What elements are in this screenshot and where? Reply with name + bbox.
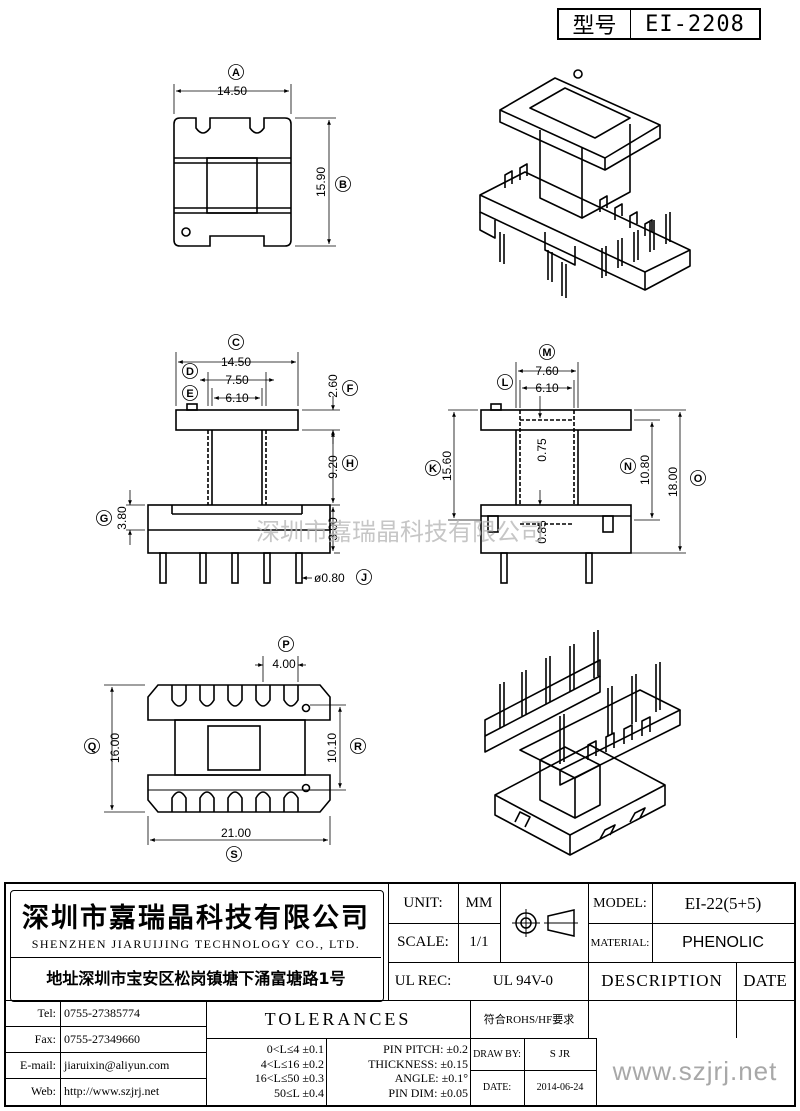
company-address: 地址深圳市宝安区松岗镇塘下涌富塘路1号 [46,969,346,988]
tolerance-pin-dim: PIN DIM: ±0.05 [388,1085,468,1100]
watermark: 深圳市嘉瑞晶科技有限公司 [256,518,544,546]
projection-symbol-icon [512,909,578,937]
dim-bottom-s: 21.00 [221,826,251,840]
dim-top-height: 15.90 [314,167,328,197]
dim-front-g: 3.80 [115,506,129,530]
dim-front-h: 9.20 [326,455,340,479]
company-name-cn: 深圳市嘉瑞晶科技有限公司 [22,902,370,934]
tolerances-label: TOLERANCES [264,1008,412,1029]
dim-label-k: K [429,463,437,475]
header-model-box: 型号 EI-2208 [557,8,761,40]
tolerance-length-list: 0<L≤4 ±0.1 4<L≤16 ±0.2 16<L≤50 ±0.3 50≤L… [208,1042,324,1100]
front-view [96,334,372,585]
email-value[interactable]: jiaruixin@aliyun.com [64,1057,170,1072]
rohs-note: 符合ROHS/HF要求 [483,1014,575,1026]
website-watermark: www.szjrj.net [612,1056,778,1086]
dim-front-d: 7.50 [225,373,249,387]
dim-bottom-p: 4.00 [272,657,296,671]
dim-label-m: M [542,347,551,359]
tolerance-thickness: THICKNESS: ±0.15 [368,1056,468,1071]
dim-label-d: D [186,366,194,378]
side-view [425,344,706,584]
dim-label-a: A [232,67,240,79]
scale-label: SCALE: [397,934,449,950]
email-label: E-mail: [20,1057,56,1072]
dim-label-j: J [361,572,367,584]
dim-label-q: Q [88,741,97,753]
isometric-view-top [479,69,691,298]
model-value: EI-22(5+5) [684,893,762,913]
dim-side-k: 15.60 [440,451,454,481]
dim-label-b: B [339,179,347,191]
dim-label-e: E [186,388,193,400]
tolerance-len-4: 50≤L ±0.4 [273,1085,324,1100]
dim-side-l: 6.10 [535,381,559,395]
dim-top-width: 14.50 [217,84,247,98]
web-value[interactable]: http://www.szjrj.net [64,1084,160,1098]
dim-front-f: 2.60 [326,374,340,398]
date-row-value: 2014-06-24 [536,1082,584,1093]
dim-label-l: L [502,377,509,389]
ulrec-value: UL 94V-0 [492,972,554,989]
tolerance-pin-pitch: PIN PITCH: ±0.2 [383,1042,468,1056]
fax-label: Fax: [34,1031,56,1046]
dim-label-h: H [346,458,354,470]
dim-label-n: N [624,461,632,473]
header-model-value: EI-2208 [645,11,745,37]
dim-front-e: 6.10 [225,391,249,405]
dim-front-j: ø0.80 [314,571,345,585]
dim-front-i: 3.00 [326,517,340,541]
tolerance-len-3: 16<L≤50 ±0.3 [254,1071,324,1085]
material-value: PHENOLIC [682,933,764,951]
dim-front-overall: 14.50 [221,355,251,369]
tolerance-len-1: 0<L≤4 ±0.1 [266,1042,324,1056]
dim-side-o: 18.00 [666,467,680,497]
drawing-sheet: A 14.50 B 15.90 [84,64,706,862]
dim-side-n: 10.80 [638,455,652,485]
date-row-label: DATE: [482,1082,512,1093]
drawby-value: S JR [549,1048,571,1060]
description-label: DESCRIPTION [601,971,723,990]
dim-label-c: C [232,337,240,349]
title-block: 深圳市嘉瑞晶科技有限公司 SHENZHEN JIARUIJING TECHNOL… [4,882,796,1107]
tolerance-angle: ANGLE: ±0.1° [394,1071,468,1085]
company-name-en: SHENZHEN JIARUIJING TECHNOLOGY CO., LTD. [31,936,361,951]
bottom-view [84,636,366,862]
unit-label: UNIT: [403,895,443,911]
unit-value: MM [465,895,493,911]
dim-label-g: G [100,513,109,525]
dim-bottom-q: 16.00 [108,733,122,763]
company-box: 深圳市嘉瑞晶科技有限公司 SHENZHEN JIARUIJING TECHNOL… [10,890,384,1002]
dim-bottom-r: 10.10 [325,733,339,763]
material-label: MATERIAL: [590,936,650,949]
dim-label-p: P [282,639,289,651]
header-model-label: 型号 [559,10,631,38]
web-label: Web: [30,1084,56,1098]
dim-label-r: R [354,741,362,753]
drawby-label: DRAW BY: [473,1048,521,1060]
tel-label: Tel: [37,1005,57,1020]
tel-value: 0755-27385774 [64,1005,140,1020]
isometric-view-bottom [484,630,681,856]
tolerance-other-list: PIN PITCH: ±0.2 THICKNESS: ±0.15 ANGLE: … [328,1042,468,1100]
date-header-label: DATE [743,971,787,990]
dim-label-o: O [694,473,703,485]
dim-side-m: 7.60 [535,364,559,378]
dim-label-f: F [347,383,354,395]
dim-side-c: 0.75 [535,438,549,462]
dim-label-s: S [230,849,237,861]
dim-side-b: 0.85 [535,520,549,544]
fax-value: 0755-27349660 [64,1031,140,1046]
top-view [173,64,351,247]
model-label: MODEL: [593,895,647,911]
ulrec-label: UL REC: [394,972,452,989]
scale-value: 1/1 [469,934,489,950]
tolerance-len-2: 4<L≤16 ±0.2 [260,1056,324,1071]
